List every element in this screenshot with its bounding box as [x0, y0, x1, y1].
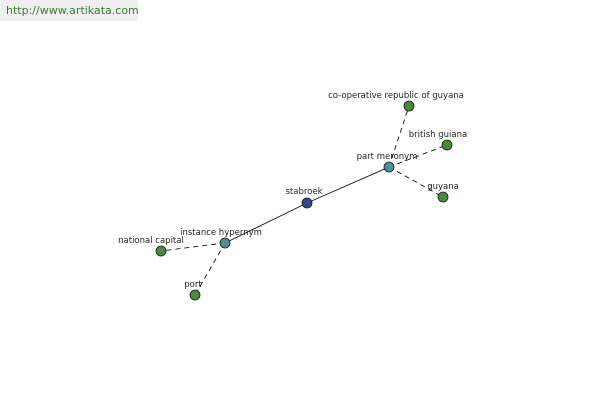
- edge-part_meronym-guyana: [388, 166, 444, 198]
- source-url-link[interactable]: http://www.artikata.com: [0, 0, 139, 21]
- node-label-guyana: guyana: [427, 182, 459, 192]
- node-label-british_guiana: british guiana: [409, 130, 467, 140]
- graph-edges: [160, 105, 448, 296]
- edge-stabroek-instance_hypernym: [224, 202, 308, 244]
- node-label-stabroek: stabroek: [285, 187, 322, 197]
- node-circle-part_meronym[interactable]: [383, 161, 395, 173]
- node-circle-port[interactable]: [189, 289, 201, 301]
- node-co_op[interactable]: co-operative republic of guyana: [328, 91, 464, 112]
- node-circle-instance_hypernym[interactable]: [219, 237, 231, 249]
- edge-instance_hypernym-port: [194, 242, 226, 296]
- node-stabroek[interactable]: stabroek: [285, 187, 323, 209]
- edge-stabroek-part_meronym: [306, 166, 390, 204]
- node-instance_hypernym[interactable]: instance hypernym: [180, 228, 262, 249]
- edge-part_meronym-co_op: [388, 105, 410, 168]
- node-label-part_meronym: part meronym: [357, 152, 418, 162]
- node-label-port: port: [184, 280, 202, 290]
- node-label-instance_hypernym: instance hypernym: [180, 228, 262, 238]
- node-national_capital[interactable]: national capital: [118, 236, 184, 257]
- node-circle-guyana[interactable]: [437, 191, 449, 203]
- node-label-co_op: co-operative republic of guyana: [328, 91, 464, 101]
- node-circle-stabroek[interactable]: [301, 197, 313, 209]
- node-guyana[interactable]: guyana: [427, 182, 459, 203]
- node-port[interactable]: port: [184, 280, 202, 301]
- node-part_meronym[interactable]: part meronym: [357, 152, 418, 173]
- edge-instance_hypernym-national_capital: [160, 242, 226, 252]
- graph-nodes: stabroek instance hypernym part meronym nat…: [118, 91, 467, 301]
- node-circle-british_guiana[interactable]: [441, 139, 453, 151]
- node-label-national_capital: national capital: [118, 236, 184, 246]
- node-circle-co_op[interactable]: [403, 100, 415, 112]
- node-circle-national_capital[interactable]: [155, 245, 167, 257]
- node-british_guiana[interactable]: british guiana: [409, 130, 467, 151]
- edge-part_meronym-british_guiana: [388, 144, 448, 168]
